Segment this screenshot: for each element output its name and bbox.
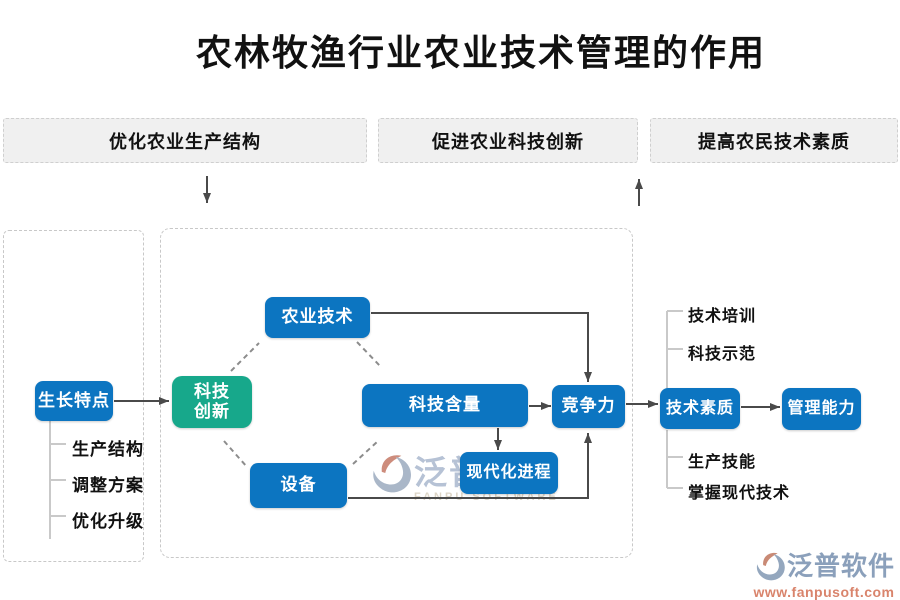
watermark-corner: 泛普软件 www.fanpusoft.com <box>753 549 895 600</box>
left-list-item-production-structure: 生产结构 <box>72 440 144 459</box>
node-growth-traits: 生长特点 <box>35 381 113 421</box>
watermark-corner-url: www.fanpusoft.com <box>753 584 895 600</box>
fanpu-logo-icon <box>373 455 411 493</box>
solid-connectors <box>114 176 780 499</box>
dash-equipment-to-techcontent <box>352 440 379 465</box>
dashed-connectors <box>223 341 381 468</box>
right-list-item-master-modern-tech: 掌握现代技术 <box>688 485 791 502</box>
node-tech-innovation-label: 科技创新 <box>194 381 230 421</box>
node-equipment: 设备 <box>250 463 347 508</box>
left-list-item-adjustment-plan: 调整方案 <box>72 476 144 495</box>
node-modernization: 现代化进程 <box>460 452 558 494</box>
main-group-panel <box>160 228 633 558</box>
right-list-item-tech-training: 技术培训 <box>688 308 757 325</box>
page-title: 农林牧渔行业农业技术管理的作用 <box>195 33 766 73</box>
fanpu-logo-icon <box>756 552 785 581</box>
right-list-item-production-skills: 生产技能 <box>688 454 757 471</box>
node-tech-innovation: 科技创新 <box>172 376 252 428</box>
dash-innovation-to-equipment <box>223 440 248 468</box>
node-tech-quality: 技术素质 <box>660 388 740 429</box>
top-box-improve-quality: 提高农民技术素质 <box>650 118 898 163</box>
node-competitiveness: 竞争力 <box>552 385 625 428</box>
watermark-corner-brand: 泛普软件 <box>787 551 896 581</box>
top-box-optimize-production: 优化农业生产结构 <box>3 118 367 163</box>
left-list-item-optimize-upgrade: 优化升级 <box>72 512 144 531</box>
node-agri-technology: 农业技术 <box>265 297 370 338</box>
tree-branch-lines <box>49 310 683 539</box>
arrow-equipment-to-competitiveness <box>348 433 592 499</box>
top-box-promote-innovation: 促进农业科技创新 <box>378 118 638 163</box>
node-management-ability: 管理能力 <box>782 388 861 430</box>
dash-agritech-to-techcontent <box>356 341 381 367</box>
right-list-item-tech-demonstration: 科技示范 <box>688 346 757 363</box>
dash-innovation-to-agritech <box>230 342 260 372</box>
left-group-panel <box>3 230 144 562</box>
arrow-agritech-to-competitiveness <box>371 312 592 382</box>
node-tech-content: 科技含量 <box>362 384 528 427</box>
